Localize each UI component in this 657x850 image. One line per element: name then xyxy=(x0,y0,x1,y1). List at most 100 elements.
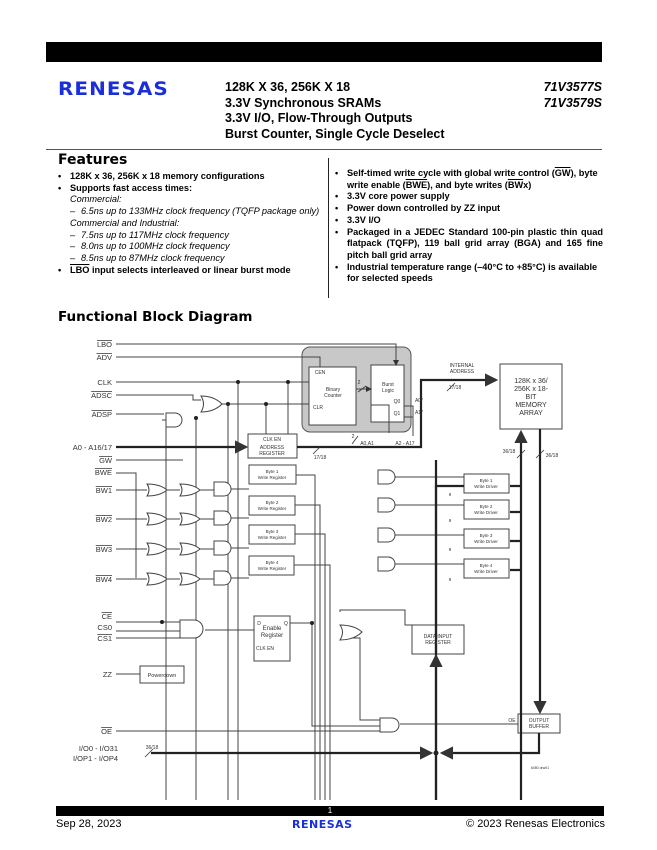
signal-label: CLK xyxy=(97,378,112,387)
pin-label: Q xyxy=(284,621,288,627)
block-label: ADDRESS xyxy=(260,445,285,451)
feature-item: 3.3V core power supply xyxy=(335,191,603,203)
signal-label: LBO xyxy=(97,340,112,349)
enable-register-block xyxy=(253,615,291,662)
memory-array-label: 256K x 18- xyxy=(514,386,549,393)
and-gate xyxy=(213,510,232,526)
features-left-column: 128K x 36, 256K x 18 memory configuratio… xyxy=(58,171,323,276)
signal-label: ADV xyxy=(97,353,112,362)
feature-text: ), byte write enable ( xyxy=(347,168,598,190)
signal-label: CS0 xyxy=(97,623,112,632)
wire xyxy=(167,577,249,580)
feature-subitem: –8.0ns up to 100MHz clock frequency xyxy=(70,241,230,252)
header-bar xyxy=(46,42,602,62)
title-line: 128K X 36, 256K X 18 xyxy=(225,80,351,94)
pin-label: CLK EN xyxy=(256,646,274,652)
signal-label: I/OP1 - I/OP4 xyxy=(73,754,118,763)
bus-label: A2 - A17 xyxy=(395,441,414,447)
block-label: Byte 1 xyxy=(266,469,279,474)
memory-array-label: MEMORY xyxy=(515,402,547,409)
byte-write-driver xyxy=(463,558,510,579)
block-label: Write Driver xyxy=(474,569,498,574)
signal-label: ZZ xyxy=(103,670,113,679)
signal-label: BWE xyxy=(95,468,112,477)
feature-text: x xyxy=(523,179,529,190)
title-line: 3.3V Synchronous SRAMs xyxy=(225,95,382,110)
block-label: CLK EN xyxy=(263,437,281,443)
title-line: 3.3V I/O, Flow-Through Outputs xyxy=(225,111,413,125)
feature-item: LBO input selects interleaved or linear … xyxy=(58,265,323,277)
bus-width-label: 17/18 xyxy=(314,455,327,461)
signal-label: BW1 xyxy=(96,486,112,495)
title-line: Burst Counter, Single Cycle Deselect xyxy=(225,126,445,141)
subitem-text: 8.5ns up to 87MHz clock frequency xyxy=(81,252,225,263)
block-label: Byte 4 xyxy=(266,560,279,565)
signal-label: OE xyxy=(101,727,112,736)
block-label: 9 xyxy=(449,492,452,497)
binary-counter-block xyxy=(308,366,357,426)
block-label: Register xyxy=(261,633,283,639)
pin-label: A1* xyxy=(415,410,423,416)
block-label: 9 xyxy=(449,577,452,582)
block-label: Enable xyxy=(263,626,282,632)
bus-label: ADDRESS xyxy=(450,369,475,375)
pin-label: D xyxy=(257,621,261,627)
subitem-text: 7.5ns up to 117MHz clock frequency xyxy=(81,229,229,240)
feature-item: Self-timed write cycle with global write… xyxy=(335,168,603,191)
block-label: Byte 2 xyxy=(266,500,279,505)
subitem-text: 6.5ns up to 133MHz clock frequency (TQFP… xyxy=(81,206,320,217)
block-label: BUFFER xyxy=(529,724,549,730)
block-label: Byte 1 xyxy=(480,478,493,483)
address-register-block xyxy=(247,433,298,459)
block-label: Write Driver xyxy=(474,484,498,489)
feature-item: Industrial temperature range (–40°C to +… xyxy=(335,262,603,285)
block-label: 9 xyxy=(449,518,452,523)
block-label: REGISTER xyxy=(425,640,451,646)
feature-subitem: –8.5ns up to 87MHz clock frequency xyxy=(70,252,225,263)
and-gate xyxy=(377,556,396,572)
or-gate xyxy=(179,572,201,586)
signal-label: BW2 xyxy=(96,515,112,524)
signal-label: GW xyxy=(99,456,113,465)
block-label: Counter xyxy=(324,393,342,399)
or-gate xyxy=(146,572,168,586)
footer-copyright: © 2023 Renesas Electronics xyxy=(466,818,605,830)
feature-sublabel: Commercial and Industrial: xyxy=(70,217,180,228)
signal-name: BWE xyxy=(405,179,428,190)
feature-item: Supports fast access times: xyxy=(58,183,323,195)
feature-subitem: –7.5ns up to 117MHz clock frequency xyxy=(70,229,229,240)
and-gate xyxy=(179,619,204,639)
or-gate xyxy=(339,624,363,641)
pin-label: OE xyxy=(508,718,516,724)
or-gate xyxy=(179,483,201,497)
block-diagram-heading: Functional Block Diagram xyxy=(58,309,253,325)
signal-label: A0 - A16/17 xyxy=(73,443,112,452)
pin-label: A0* xyxy=(415,398,423,404)
and-gate xyxy=(213,540,232,556)
signal-label: ADSP xyxy=(92,410,112,419)
features-heading: Features xyxy=(58,152,128,168)
block-label: Powerdown xyxy=(148,673,177,679)
bus-width-label: 17/18 xyxy=(449,385,462,391)
or-gate xyxy=(179,542,201,556)
bus-label: INTERNAL xyxy=(450,363,475,369)
column-divider xyxy=(328,158,329,298)
feature-text: Self-timed write cycle with global write… xyxy=(347,168,555,178)
memory-array-label: BIT xyxy=(526,394,538,401)
header-divider xyxy=(46,149,602,150)
and-gate xyxy=(213,481,232,497)
block-label: Logic xyxy=(382,388,394,394)
memory-array-block xyxy=(499,363,563,430)
block-label: Write Register xyxy=(258,506,287,511)
feature-text: ), and byte writes ( xyxy=(427,179,508,190)
pin-label: Q1 xyxy=(394,411,401,417)
or-gate xyxy=(146,542,168,556)
page-number: 1 xyxy=(327,806,333,815)
nand-gate xyxy=(165,412,183,428)
signal-label: BW4 xyxy=(96,575,112,584)
signal-name: LBO xyxy=(70,264,90,275)
block-label: Byte 3 xyxy=(480,533,493,538)
and-gate xyxy=(377,497,396,513)
bus-width-label: 36/18 xyxy=(546,453,559,459)
